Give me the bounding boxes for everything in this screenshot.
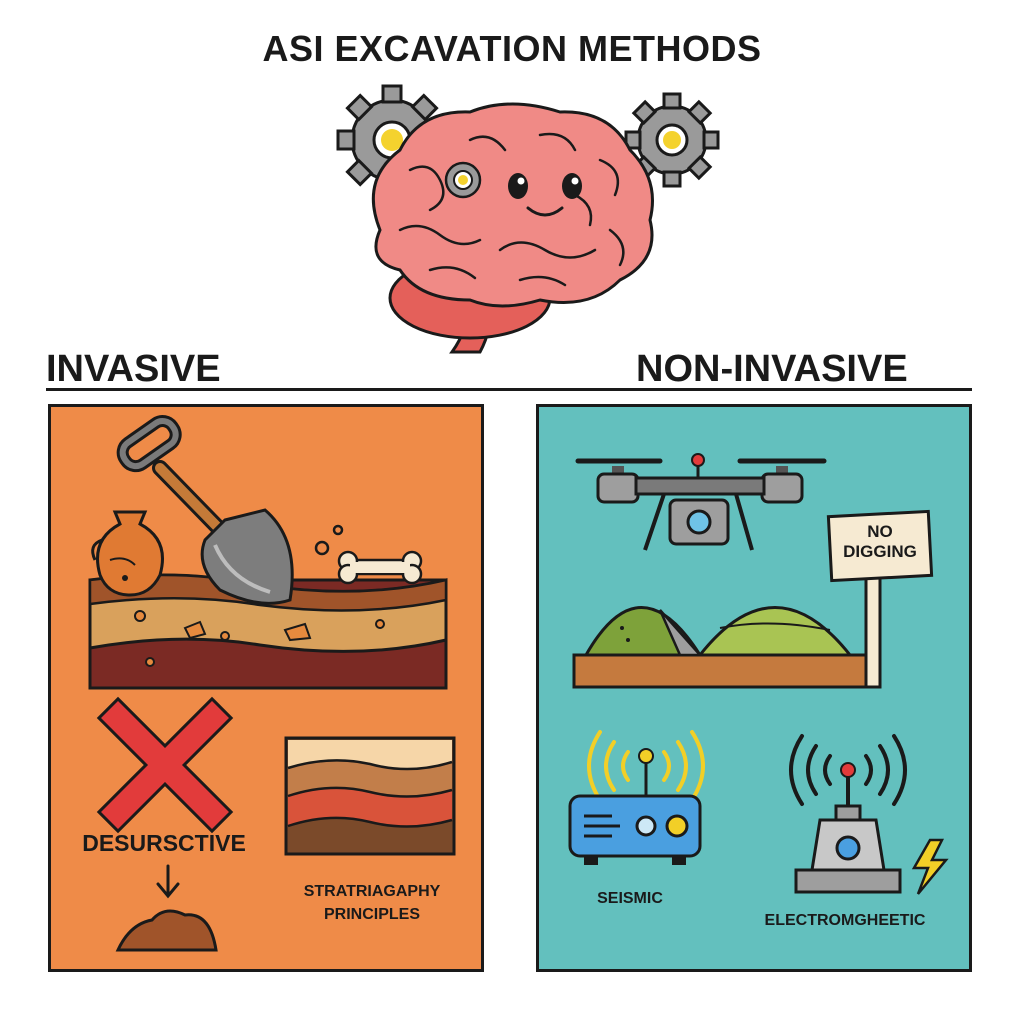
destructive-label: DESURSCTIVE — [82, 830, 246, 856]
seismic-device-icon — [568, 730, 705, 865]
sign-line-1: NO — [867, 522, 893, 541]
sign-line-2: DIGGING — [843, 542, 917, 562]
drone-icon — [575, 453, 827, 551]
bone-icon — [314, 524, 423, 585]
section-heading-invasive: INVASIVE — [46, 348, 221, 390]
gear-icon — [444, 161, 482, 199]
stratigraphy-icon — [284, 736, 456, 856]
no-digging-sign-text: NO DIGGING — [832, 522, 928, 563]
stratigraphy-label-line-2: PRINCIPLES — [323, 906, 420, 924]
cross-icon — [96, 696, 234, 834]
vase-icon — [91, 510, 164, 597]
section-heading-non-invasive: NON-INVASIVE — [636, 348, 908, 390]
arrow-down-icon — [156, 864, 180, 899]
em-detector-icon — [789, 734, 907, 894]
dirt-pile-icon — [115, 909, 218, 952]
electromagnetic-label: ELECTROMGHEETIC — [764, 912, 926, 929]
brain-icon — [371, 102, 654, 354]
shovel-icon — [116, 415, 294, 605]
hills-icon — [572, 606, 874, 689]
stratigraphy-label: STRATRIAGAPHY PRINCIPLES — [272, 880, 472, 926]
sign-icon — [826, 509, 934, 689]
seismic-label: SEISMIC — [597, 890, 663, 907]
stratigraphy-label-line-1: STRATRIAGAPHY — [303, 883, 441, 900]
section-divider — [46, 388, 972, 391]
gear-icon — [624, 92, 720, 188]
page-title: ASI EXCAVATION METHODS — [262, 28, 762, 69]
soil-layers-icon — [88, 573, 448, 690]
lightning-icon — [911, 838, 949, 895]
